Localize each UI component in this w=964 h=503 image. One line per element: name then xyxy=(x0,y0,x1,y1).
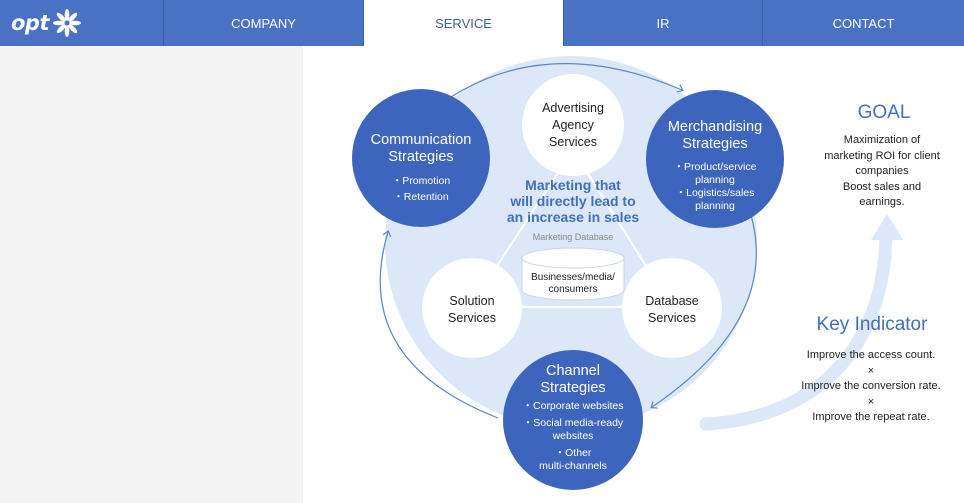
communication-circle xyxy=(352,89,490,227)
nav-item-ir[interactable]: IR xyxy=(656,15,670,31)
goal-description: Maximization of marketing ROI for client… xyxy=(824,134,940,208)
advertising-circle xyxy=(522,74,624,176)
upward-sweep-arrow-icon xyxy=(699,214,903,431)
nav-item-company[interactable]: COMPANY xyxy=(231,15,296,31)
logo-text: opt xyxy=(11,11,50,35)
merchandising-bullets: ・Product/service planning ・Logistics/sal… xyxy=(673,161,757,212)
goal-title: GOAL xyxy=(857,102,911,123)
channel-bullets: ・Corporate websites ・Social media-ready … xyxy=(522,400,624,472)
arc-arrow-left xyxy=(379,230,499,419)
nav-divider xyxy=(762,0,763,46)
key-indicator-list: Improve the access count. × Improve the … xyxy=(801,349,941,423)
marketing-database-label: Marketing Database xyxy=(532,232,614,242)
database-label: Database Services xyxy=(645,294,699,325)
communication-bullets: ・Promotion ・Retention xyxy=(391,175,451,203)
channel-circle xyxy=(503,350,643,490)
advertising-label: Advertising Agency Services xyxy=(542,101,604,149)
communication-title: Communication Strategies xyxy=(370,132,472,165)
flower-logo-icon xyxy=(53,9,81,37)
nav-item-contact[interactable]: CONTACT xyxy=(832,15,895,31)
database-cylinder-icon xyxy=(521,247,625,301)
merchandising-title: Merchandising Strategies xyxy=(667,119,763,152)
logo[interactable]: opt xyxy=(0,0,164,46)
center-message: Marketing that will directly lead to an … xyxy=(506,177,640,225)
solution-label: Solution Services xyxy=(448,294,496,325)
channel-title: Channel Strategies xyxy=(540,363,606,396)
top-navigation: opt COMPANY SERVICE IR CONTACT xyxy=(0,0,964,46)
nav-item-service[interactable]: SERVICE xyxy=(364,0,563,46)
left-sidebar-panel xyxy=(0,46,303,503)
nav-divider xyxy=(563,0,564,46)
solution-circle xyxy=(422,258,522,358)
merchandising-circle xyxy=(646,90,784,228)
database-circle xyxy=(622,258,722,358)
nav-divider xyxy=(163,0,164,46)
arc-arrow-right xyxy=(650,189,757,409)
cylinder-label: Businesses/media/ consumers xyxy=(531,272,615,295)
triangle-connector xyxy=(467,147,674,309)
key-indicator-title: Key Indicator xyxy=(816,314,928,335)
nav-divider xyxy=(363,0,364,46)
